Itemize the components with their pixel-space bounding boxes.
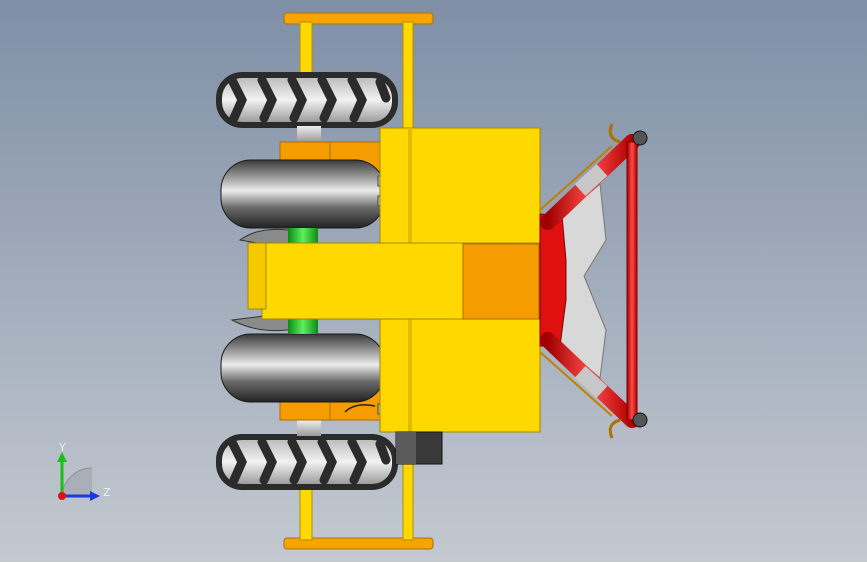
z-axis-label: Z [103,486,111,499]
bottom-tractor-tire [216,434,398,490]
main-gearbox-body [247,127,541,433]
bottom-axle-hub [297,420,321,436]
red-handle-assembly [539,123,648,439]
top-tractor-tire [216,72,398,128]
orientation-triad [57,452,100,501]
y-axis-label: Y [59,441,66,454]
x-axis-dot [58,492,66,500]
lower-rubber-wheel [220,333,386,403]
upper-rubber-wheel [220,159,386,229]
top-axle-hub [297,126,321,142]
lower-drive-shaft [288,318,318,334]
